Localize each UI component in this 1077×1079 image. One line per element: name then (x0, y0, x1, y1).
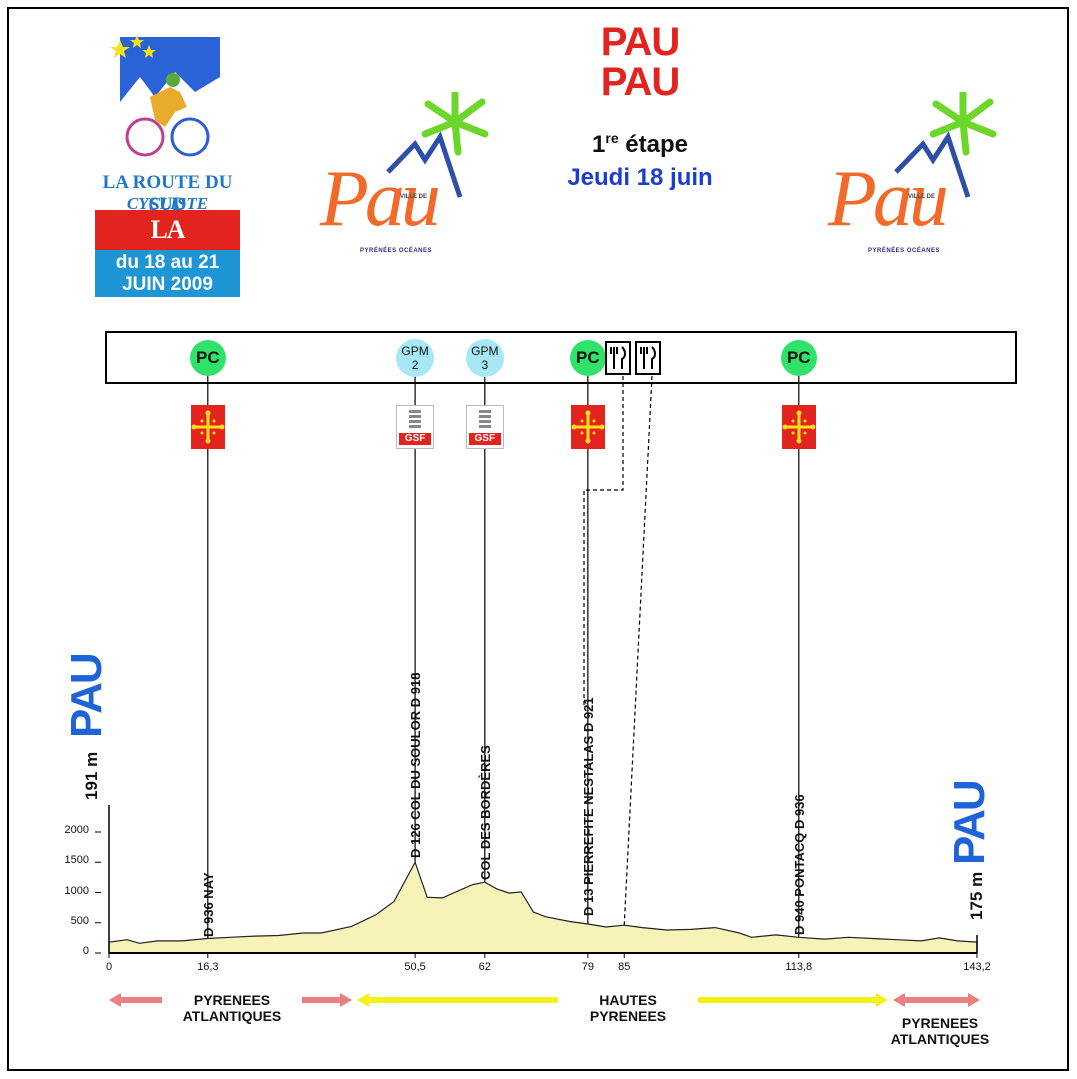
y-tick-label: 1000 (64, 884, 89, 897)
fork-knife-icon (635, 341, 661, 375)
stage-num: 1 (592, 131, 606, 158)
race-dates: du 18 au 21 JUIN 2009 (95, 250, 240, 297)
city-name: Pau (320, 155, 441, 243)
finish-city-label: PAU (945, 781, 994, 865)
stage-number: 1re étape (540, 130, 740, 159)
start-city-label: PAU (62, 654, 111, 738)
pc-marker: PC (189, 340, 226, 376)
city-prefix: VILLE DE (400, 194, 428, 200)
y-tick-label: 1500 (64, 854, 89, 867)
gsf-logo: GSF (396, 405, 435, 449)
city-logo-right: Pau VILLE DE PYRÉNÉES OCÉANES (828, 92, 1003, 262)
city-tagline: PYRÉNÉES OCÉANES (868, 248, 941, 254)
sponsor-band: LA DÉPÊCHE (95, 210, 240, 284)
city-tagline: PYRÉNÉES OCÉANES (360, 248, 433, 254)
race-dates-line1: du 18 au 21 (115, 252, 220, 273)
race-logo: LA ROUTE DU SUD CYCLISTE LA DÉPÊCHE du 1… (95, 32, 240, 297)
city-name: Pau (828, 155, 949, 243)
city-prefix: VILLE DE (908, 194, 936, 200)
x-tick-label: 62 (478, 961, 491, 973)
fork-knife-icon (605, 341, 631, 375)
location-label: D 126 COL DU SOULOR D 918 (408, 672, 424, 858)
start-altitude: 191 m (82, 751, 101, 800)
location-label: D 13 PIERREFITE NESTALAS D 921 (580, 697, 596, 916)
y-tick-label: 500 (70, 914, 89, 927)
location-label: D 940 PONTACQ D 936 (791, 794, 807, 935)
y-tick-label: 0 (82, 945, 89, 957)
stage-sup: re (605, 130, 619, 146)
x-tick-label: 143,2 (963, 961, 991, 973)
location-label: D 936 NAY (200, 872, 216, 937)
race-dates-line2: JUIN 2009 (122, 274, 213, 295)
x-tick-label: 79 (581, 961, 594, 973)
x-tick-label: 0 (105, 961, 113, 973)
race-subtitle: CYCLISTE (126, 194, 209, 213)
city-logo-mountain-icon (894, 92, 997, 198)
x-tick-label: 50,5 (404, 961, 426, 973)
city-logo-mountain-icon (386, 92, 489, 198)
stage-word: étape (625, 131, 688, 158)
x-tick-label: 16,3 (197, 961, 219, 973)
start-city: PAU (600, 20, 680, 64)
race-name: LA ROUTE DU SUD (102, 172, 233, 215)
marker-bar (105, 331, 1017, 384)
pc-marker: PC (569, 340, 606, 376)
occitan-cross-icon (190, 405, 225, 449)
stage-date: Jeudi 18 juin (567, 164, 713, 191)
location-label: COL DES BORDÈRES (477, 745, 493, 880)
x-tick-label: 85 (618, 961, 631, 973)
city-logo-left: Pau VILLE DE PYRÉNÉES OCÉANES (320, 92, 495, 262)
pc-marker: PC (780, 340, 817, 376)
finish-city: PAU (600, 60, 680, 104)
finish-altitude: 175 m (967, 871, 986, 920)
gsf-logo: GSF (465, 405, 504, 449)
occitan-cross-icon (781, 405, 816, 449)
y-tick-label: 2000 (64, 824, 89, 836)
occitan-cross-icon (570, 405, 605, 449)
cyclist-mountain-icon (110, 35, 220, 157)
stage-title: PAU PAU (540, 22, 740, 102)
x-tick-label: 113,8 (785, 961, 813, 973)
figure-frame (7, 7, 1069, 1071)
